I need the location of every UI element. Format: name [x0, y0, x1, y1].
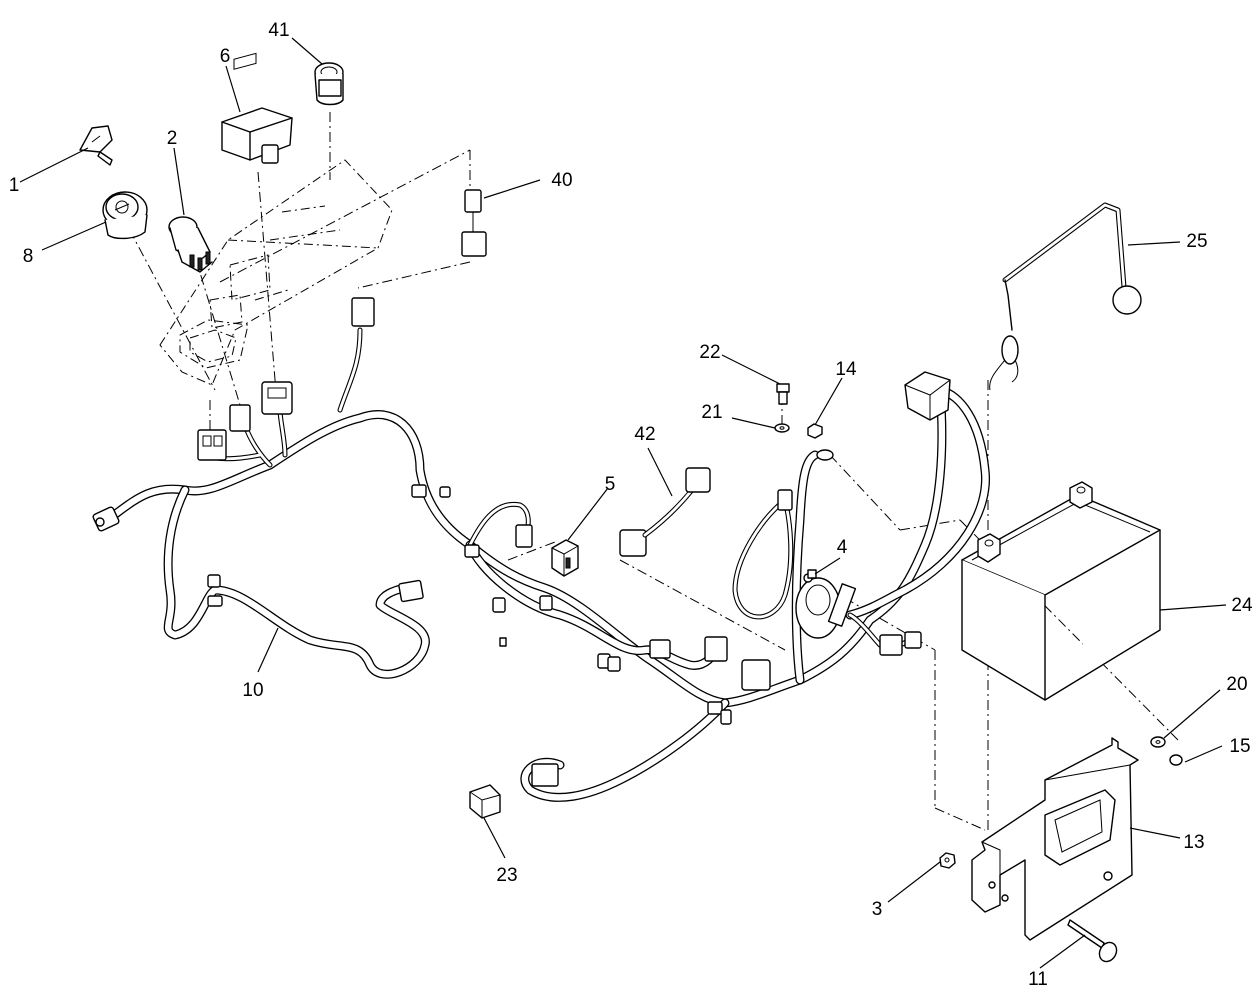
assembly-lines: [119, 112, 1179, 831]
callout-3: 3: [872, 899, 883, 920]
callout-11: 11: [1028, 969, 1048, 990]
harness-connectors: [92, 297, 951, 787]
key-part-1: [79, 125, 113, 166]
callout-23: 23: [496, 865, 517, 886]
ignition-switch-part-8: [102, 191, 148, 240]
relay-part-5: [551, 539, 579, 577]
callout-2: 2: [167, 128, 178, 149]
washer-part-20: [1150, 736, 1166, 748]
callout-6: 6: [220, 46, 231, 67]
callout-4: 4: [837, 537, 848, 558]
callout-40: 40: [551, 170, 572, 191]
callout-labels: 1 2 3 4 5 6 8 10 11 13 14 15 20 21 22 23…: [9, 20, 1253, 990]
callout-25: 25: [1186, 231, 1207, 252]
callout-42: 42: [634, 424, 655, 445]
carriage-bolt-part-11: [1067, 919, 1118, 963]
display-module-part-6: [221, 52, 293, 164]
wiring-harness: [105, 327, 991, 802]
callout-5: 5: [605, 474, 616, 495]
mounting-plate: [159, 159, 393, 386]
callout-15: 15: [1229, 736, 1250, 757]
callout-10: 10: [242, 680, 263, 701]
callout-14: 14: [835, 359, 857, 380]
battery-bracket-part-13: [971, 737, 1139, 941]
hold-down-rod-part-25: [989, 202, 1142, 391]
callout-8: 8: [23, 246, 34, 267]
jumper-harness-part-42: [619, 467, 711, 557]
nut-part-3: [939, 852, 956, 869]
callout-1: 1: [9, 175, 20, 196]
callout-21: 21: [701, 402, 722, 423]
bolt-part-15: [1169, 754, 1183, 766]
callout-22: 22: [699, 342, 720, 363]
connector-part-23: [469, 784, 501, 819]
callout-24: 24: [1231, 595, 1253, 616]
callout-13: 13: [1183, 832, 1204, 853]
callout-20: 20: [1226, 674, 1247, 695]
bolt-part-22: [776, 383, 790, 405]
power-outlet-part-41: [314, 62, 344, 106]
callout-41: 41: [268, 20, 289, 41]
washer-part-21: [774, 423, 790, 433]
leader-lines: [19, 37, 1227, 969]
connector-pigtail-part-40: [461, 189, 487, 257]
screw-part-4: [807, 569, 817, 579]
battery-part-24: [961, 481, 1161, 701]
nut-part-14: [807, 423, 823, 439]
push-switch-part-2: [168, 216, 213, 273]
